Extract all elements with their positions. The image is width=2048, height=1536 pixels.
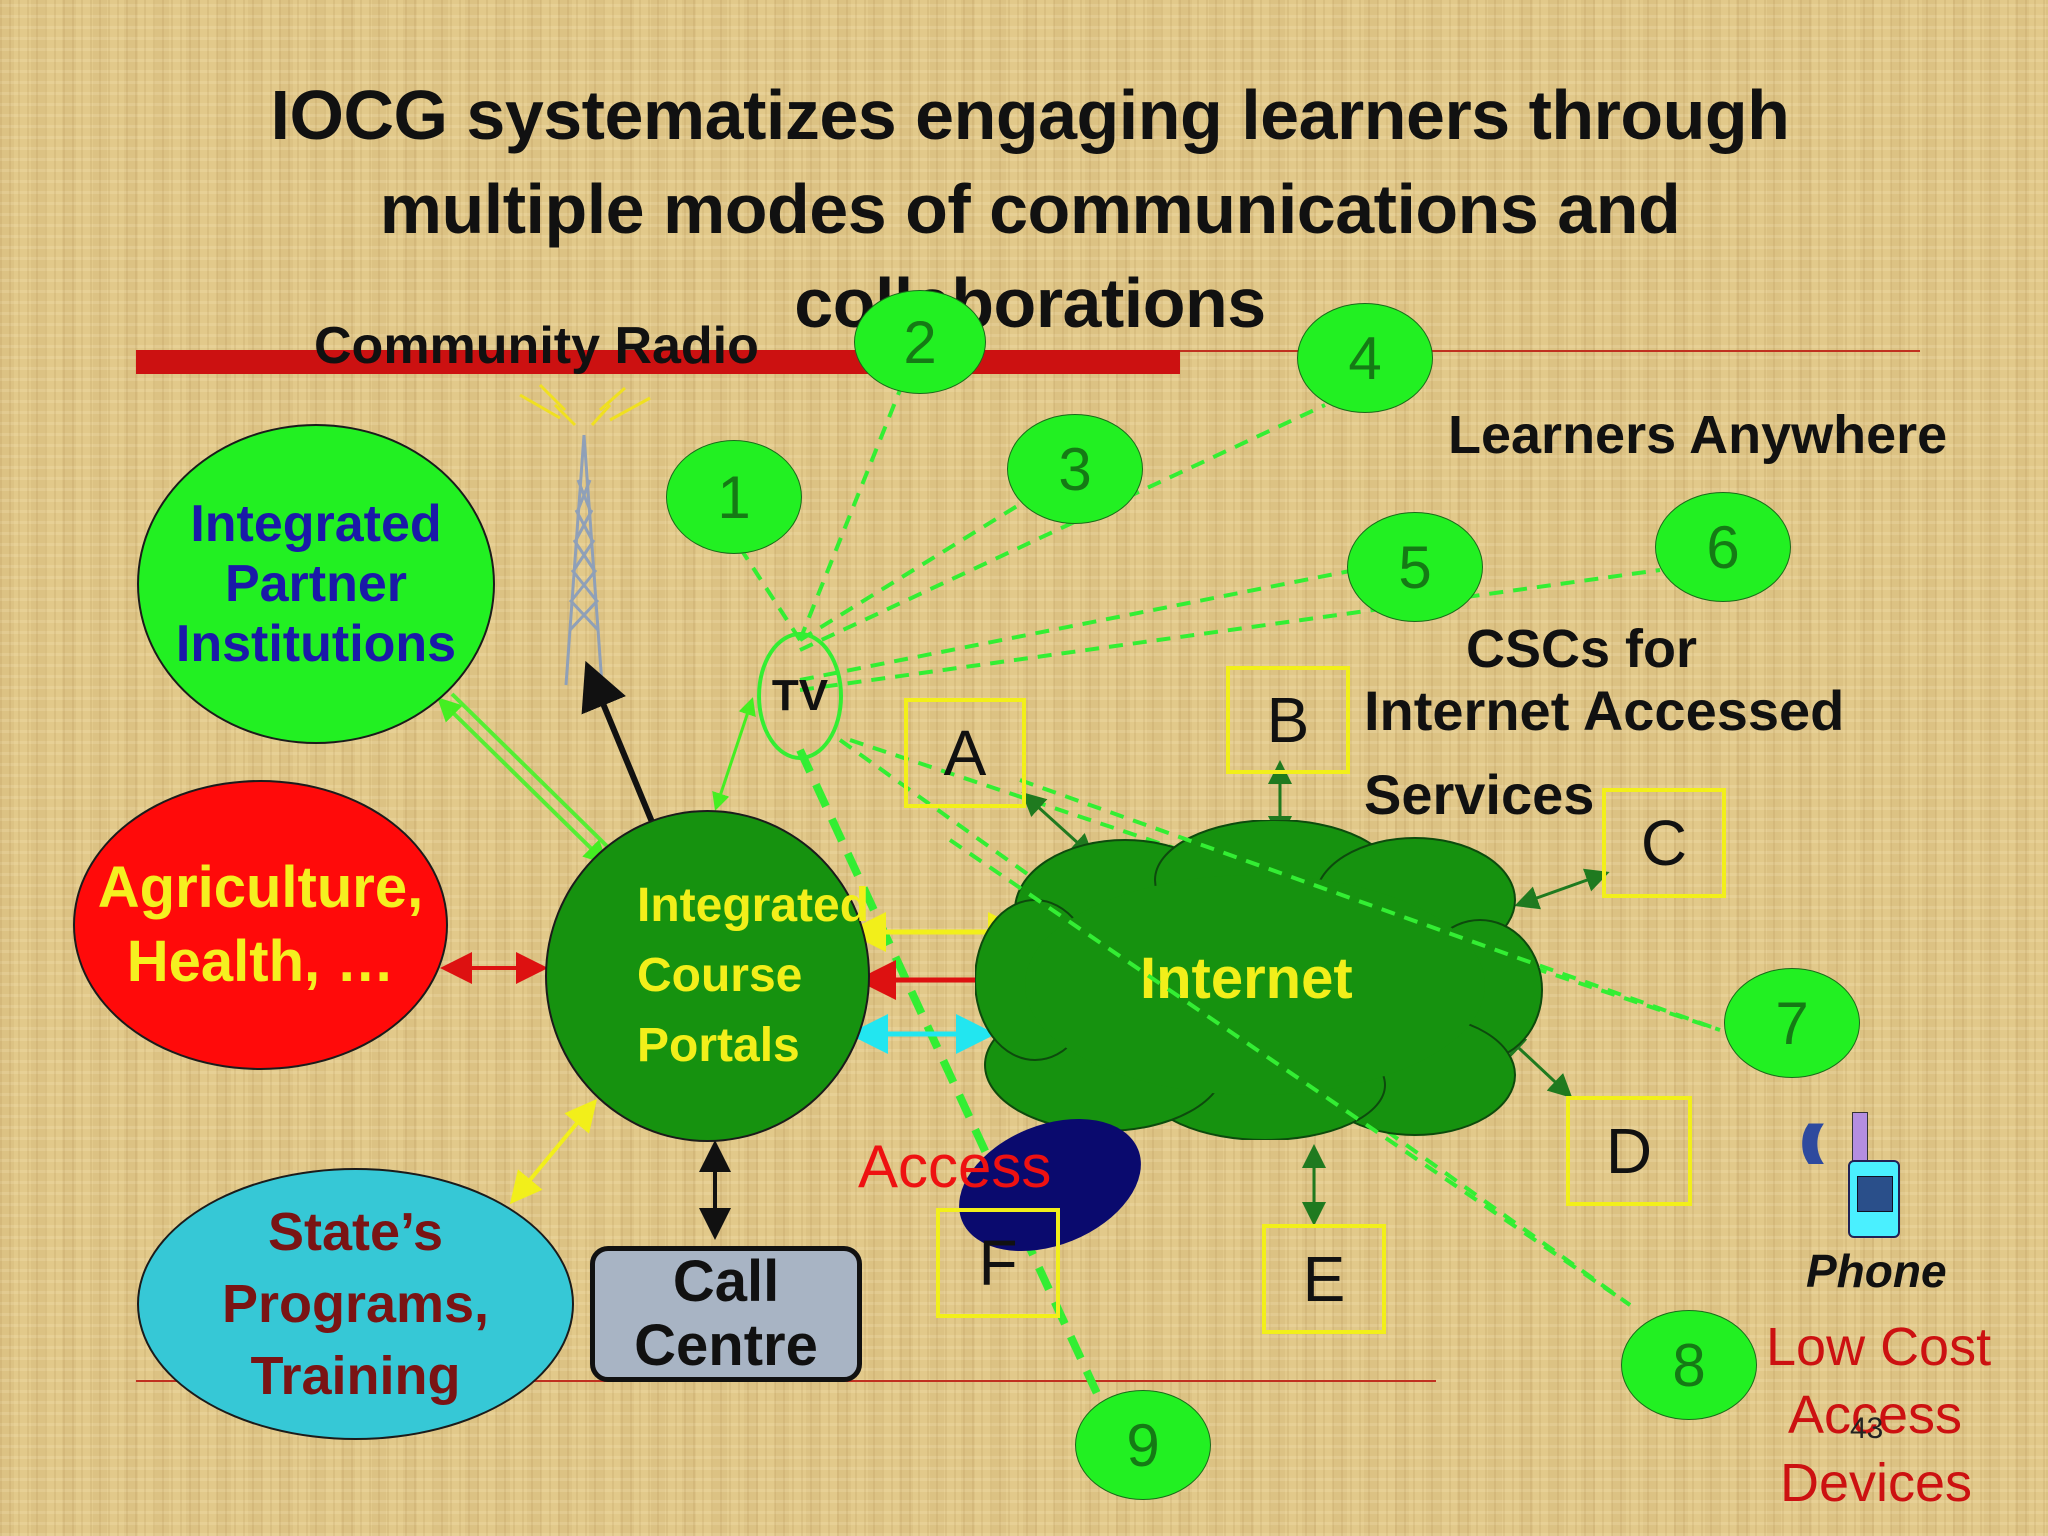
internet-label: Internet [1140,946,1353,1011]
csc-box-b: B [1226,666,1350,774]
learner-node-9: 9 [1075,1390,1211,1500]
states-line-1: State’s [267,1202,444,1262]
partners-line-3: Institutions [175,615,457,673]
red-divider-bar [136,350,1180,374]
learner-node-7: 7 [1724,968,1860,1078]
access-devices-label-2: Devices [1780,1453,1973,1513]
tv-node: TV [757,632,843,760]
services-label: Services [1364,763,1595,826]
radio-tower [564,434,604,686]
agriculture-line-2: Health, … [126,929,395,994]
states-programs-ellipse: State’s Programs, Training [137,1168,574,1440]
internet-accessed-label: Internet Accessed [1364,679,1845,742]
page-number: 43 [1850,1412,1884,1445]
partners-line-2: Partner [224,555,408,613]
states-line-2: Programs, [221,1274,490,1334]
csc-box-f: F [936,1208,1060,1318]
portals-line-2: Course [637,949,803,1002]
slide-title: IOCG systematizes engaging learners thro… [270,76,1790,342]
access-label: Access [858,1133,1052,1200]
learner-node-2: 2 [854,290,986,394]
phone-icon: ((( [1800,1110,1900,1240]
learner-node-1: 1 [666,440,802,554]
learner-node-4: 4 [1297,303,1433,413]
tv-link-9 [796,748,1104,1402]
partner-institutions-ellipse: Integrated Partner Institutions [137,424,495,744]
low-cost-label: Low Cost [1766,1317,1992,1377]
tower-signal [519,383,651,427]
course-portals-ellipse: Integrated Course Portals [545,810,870,1142]
phone-label: Phone [1806,1245,1947,1297]
learner-node-6: 6 [1655,492,1791,602]
learners-anywhere-label: Learners Anywhere [1448,405,1948,465]
csc-box-e: E [1262,1224,1386,1334]
cscs-label: CSCs for [1466,619,1698,679]
states-line-3: Training [250,1346,461,1406]
learner-node-3: 3 [1007,414,1143,524]
portals-line-1: Integrated [637,879,870,932]
internet-cloud [975,820,1543,1140]
agriculture-line-1: Agriculture, [97,855,424,920]
learner-node-8: 8 [1621,1310,1757,1420]
call-centre-box: Call Centre [590,1246,862,1382]
partners-line-1: Integrated [190,495,442,553]
csc-box-c: C [1602,788,1726,898]
top-thin-line [1180,350,1920,352]
portals-line-3: Portals [637,1019,800,1072]
access-devices-label-1: Access [1788,1385,1963,1445]
csc-box-d: D [1566,1096,1692,1206]
call-centre-line-1: Call [672,1249,780,1314]
call-centre-line-2: Centre [634,1313,818,1378]
learner-node-5: 5 [1347,512,1483,622]
tv-label: TV [771,671,829,720]
community-radio-label: Community Radio [314,317,759,375]
csc-box-a: A [904,698,1026,808]
agriculture-health-ellipse: Agriculture, Health, … [73,780,448,1070]
